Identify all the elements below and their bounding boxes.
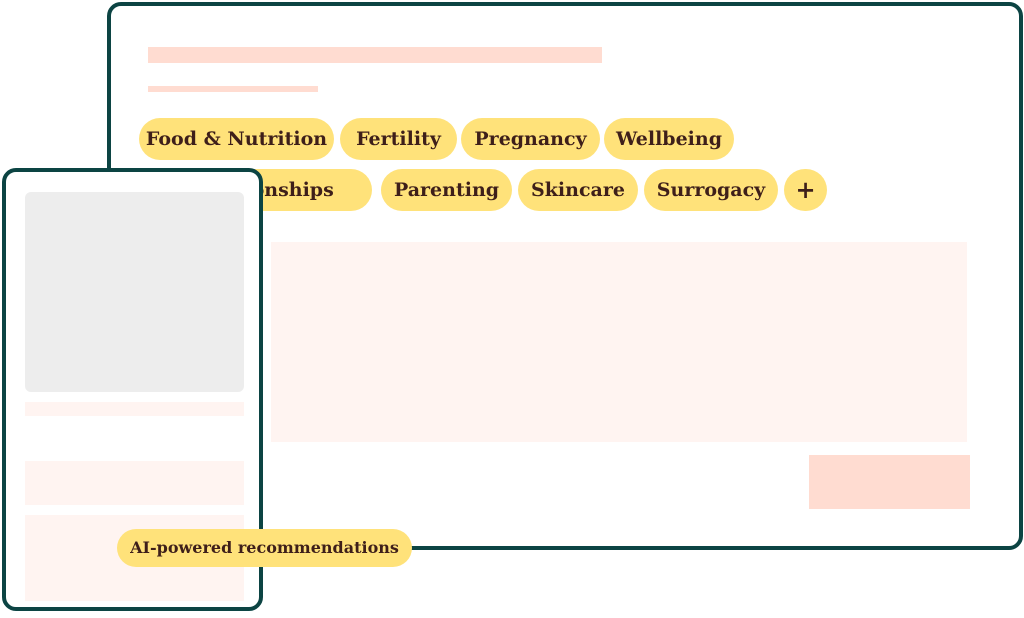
tag-wellbeing[interactable]: Wellbeing bbox=[604, 118, 734, 160]
card-detail-placeholder bbox=[25, 461, 244, 505]
content-placeholder bbox=[271, 242, 967, 442]
subtitle-placeholder bbox=[148, 86, 318, 92]
card-image-placeholder bbox=[25, 192, 244, 392]
title-placeholder bbox=[148, 47, 602, 63]
action-button-placeholder[interactable] bbox=[809, 455, 970, 509]
tag-pregnancy[interactable]: Pregnancy bbox=[461, 118, 600, 160]
add-tag-button[interactable]: + bbox=[784, 169, 827, 211]
tag-fertility[interactable]: Fertility bbox=[340, 118, 457, 160]
card-text-placeholder bbox=[25, 402, 244, 416]
tag-skincare[interactable]: Skincare bbox=[518, 169, 638, 211]
tag-parenting[interactable]: Parenting bbox=[381, 169, 512, 211]
tag-surrogacy[interactable]: Surrogacy bbox=[644, 169, 778, 211]
tag-food-nutrition[interactable]: Food & Nutrition bbox=[139, 118, 334, 160]
ai-recommendations-badge: AI-powered recommendations bbox=[117, 529, 412, 567]
